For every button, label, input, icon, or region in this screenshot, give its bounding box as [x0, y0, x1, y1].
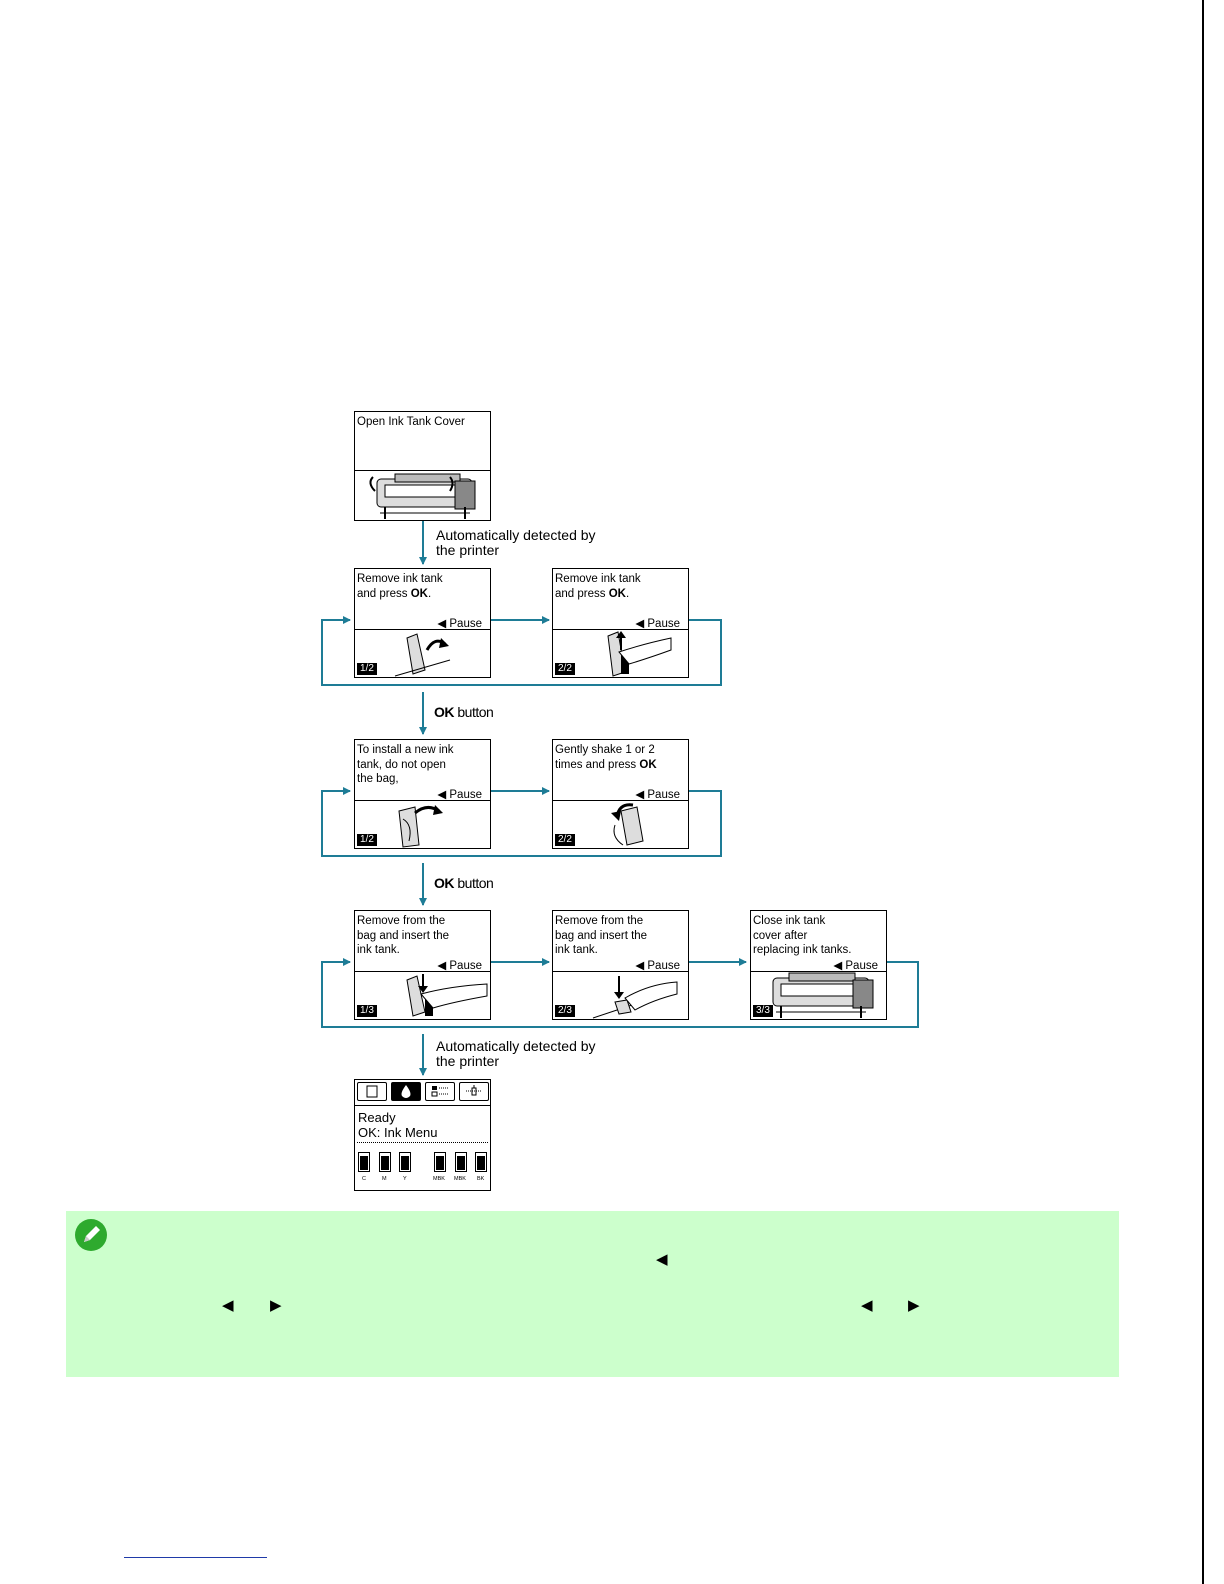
card-install-2: Gently shake 1 or 2 times and press OK ◀…: [552, 739, 689, 849]
label-auto-detect-1: Automatically detected by the printer: [436, 527, 596, 558]
right-arrow-key-icon: ▶: [270, 1297, 282, 1314]
insert-tank-illustration-1: [355, 972, 490, 1019]
label-ok-button-2: OK button: [434, 875, 494, 891]
pause-label: ◀ Pause: [437, 618, 482, 630]
pencil-note-icon: [74, 1218, 108, 1257]
printer-open-illustration: [355, 471, 490, 520]
pause-label: ◀ Pause: [635, 960, 680, 972]
shake-tank-illustration: [553, 801, 688, 848]
loop-row2: [321, 787, 722, 857]
pause-label: ◀ Pause: [635, 789, 680, 801]
paper-tab-icon: [357, 1082, 387, 1101]
pause-label: ◀ Pause: [635, 618, 680, 630]
note-box: ◀ ◀ ▶ ◀ ▶: [66, 1211, 1119, 1377]
right-arrow-key-icon: ▶: [908, 1297, 920, 1314]
card-insert-2: Remove from the bag and insert the ink t…: [552, 910, 689, 1020]
link-underline[interactable]: [124, 1557, 267, 1558]
page-indicator: 2/2: [555, 834, 575, 846]
label-auto-detect-2: Automatically detected by the printer: [436, 1038, 596, 1069]
status-ready: Ready: [358, 1110, 396, 1125]
ink-bag-illustration: [355, 801, 490, 848]
card-open-cover: Open Ink Tank Cover: [354, 411, 491, 521]
page-indicator: 3/3: [753, 1005, 773, 1017]
card-close-cover: Close ink tank cover after replacing ink…: [750, 910, 887, 1020]
printer-closed-illustration: [751, 972, 886, 1019]
card-text: Open Ink Tank Cover: [357, 416, 465, 428]
card-remove-2: Remove ink tank and press OK. ◀ Pause 2/…: [552, 568, 689, 678]
left-arrow-key-icon: ◀: [861, 1297, 873, 1314]
page-indicator: 1/2: [357, 663, 377, 675]
page-indicator: 2/3: [555, 1005, 575, 1017]
page-indicator: 1/3: [357, 1005, 377, 1017]
loop-row3: [321, 958, 919, 1028]
final-ready-screen: Ready OK: Ink Menu C M Y MBK MBK BK: [354, 1079, 491, 1191]
pause-label: ◀ Pause: [437, 789, 482, 801]
lever-open-illustration: [355, 630, 490, 677]
pause-label: ◀ Pause: [833, 960, 878, 972]
status-menu: OK: Ink Menu: [358, 1125, 438, 1140]
page-indicator: 1/2: [357, 834, 377, 846]
left-arrow-key-icon: ◀: [222, 1297, 234, 1314]
page-edge-rule: [1202, 0, 1204, 1584]
loop-row1: [321, 616, 722, 686]
flow-connectors: [321, 521, 919, 1076]
settings-tab-icon: [459, 1082, 489, 1101]
insert-tank-illustration-2: [553, 972, 688, 1019]
screen-tabs: [355, 1080, 490, 1106]
job-tab-icon: [425, 1082, 455, 1101]
label-ok-button-1: OK button: [434, 704, 494, 720]
ink-level-mbk-1: [434, 1152, 446, 1172]
ink-level-mbk-2: [455, 1152, 467, 1172]
left-arrow-key-icon: ◀: [656, 1251, 668, 1268]
ink-level-c: [358, 1152, 370, 1172]
card-insert-1: Remove from the bag and insert the ink t…: [354, 910, 491, 1020]
ink-level-bk: [475, 1152, 487, 1172]
card-install-1: To install a new ink tank, do not open t…: [354, 739, 491, 849]
page-indicator: 2/2: [555, 663, 575, 675]
pause-label: ◀ Pause: [437, 960, 482, 972]
ink-drop-tab-icon: [391, 1082, 421, 1101]
ink-level-m: [379, 1152, 391, 1172]
card-remove-1: Remove ink tank and press OK. ◀ Pause 1/…: [354, 568, 491, 678]
hand-remove-tank-illustration: [553, 630, 688, 677]
ink-level-y: [399, 1152, 411, 1172]
